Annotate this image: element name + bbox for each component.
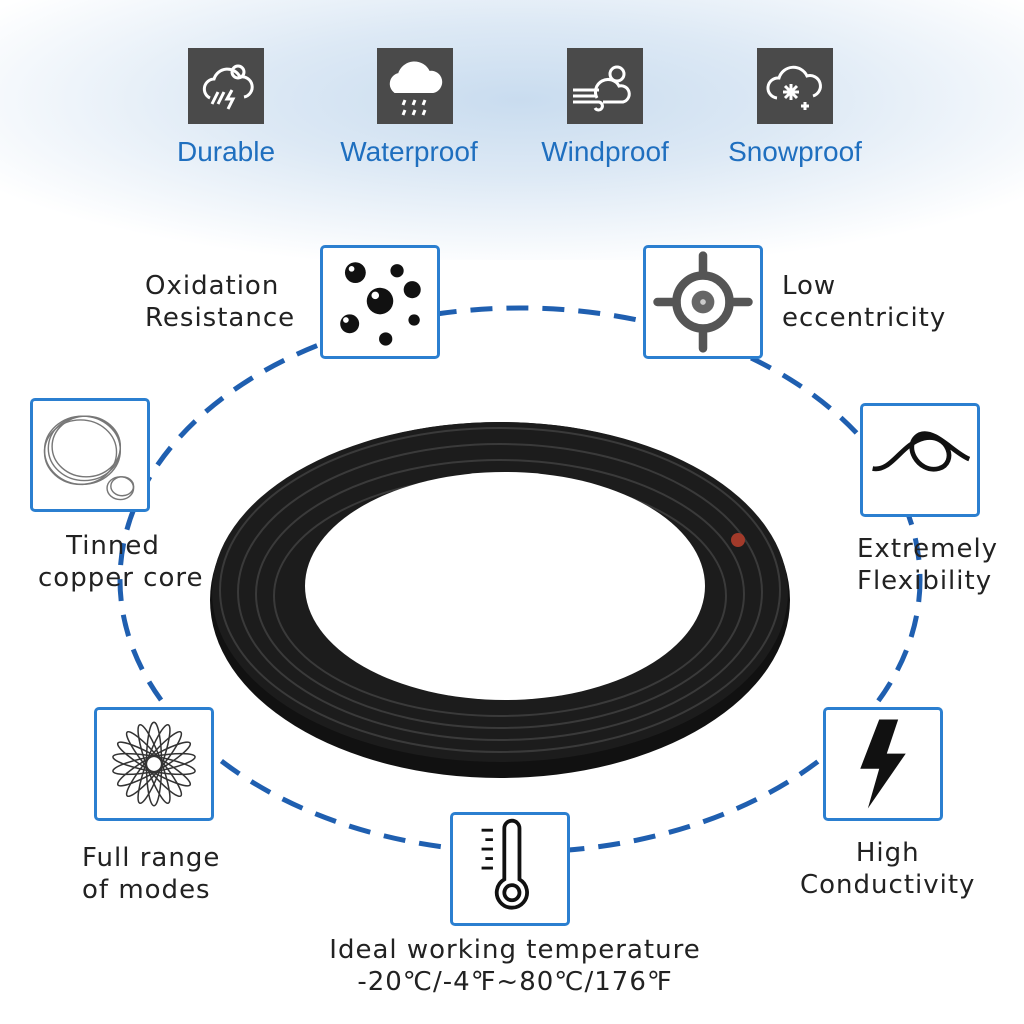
modes-icon (94, 707, 214, 821)
target-icon (643, 245, 763, 359)
cloud-snow-icon (757, 48, 833, 124)
thermometer-icon (450, 812, 570, 926)
lightning-icon (823, 707, 943, 821)
header-background (0, 0, 1024, 260)
cloud-rain-icon (377, 48, 453, 124)
waterproof-label: Waterproof (340, 136, 478, 167)
durable-label: Durable (176, 136, 276, 167)
windproof-label: Windproof (541, 136, 669, 167)
cloud-wind-sun-icon (567, 48, 643, 124)
cloud-lightning-sun-icon (188, 48, 264, 124)
oxidation-icon (320, 245, 440, 359)
snowproof-label: Snowproof (728, 136, 862, 167)
copper-coil-icon (30, 398, 150, 512)
temperature-label: Ideal working temperature-20℃/-4℉~80℃/17… (329, 935, 701, 997)
cable-coil (210, 422, 790, 778)
dashed-ring (117, 305, 923, 855)
knot-icon (860, 403, 980, 517)
